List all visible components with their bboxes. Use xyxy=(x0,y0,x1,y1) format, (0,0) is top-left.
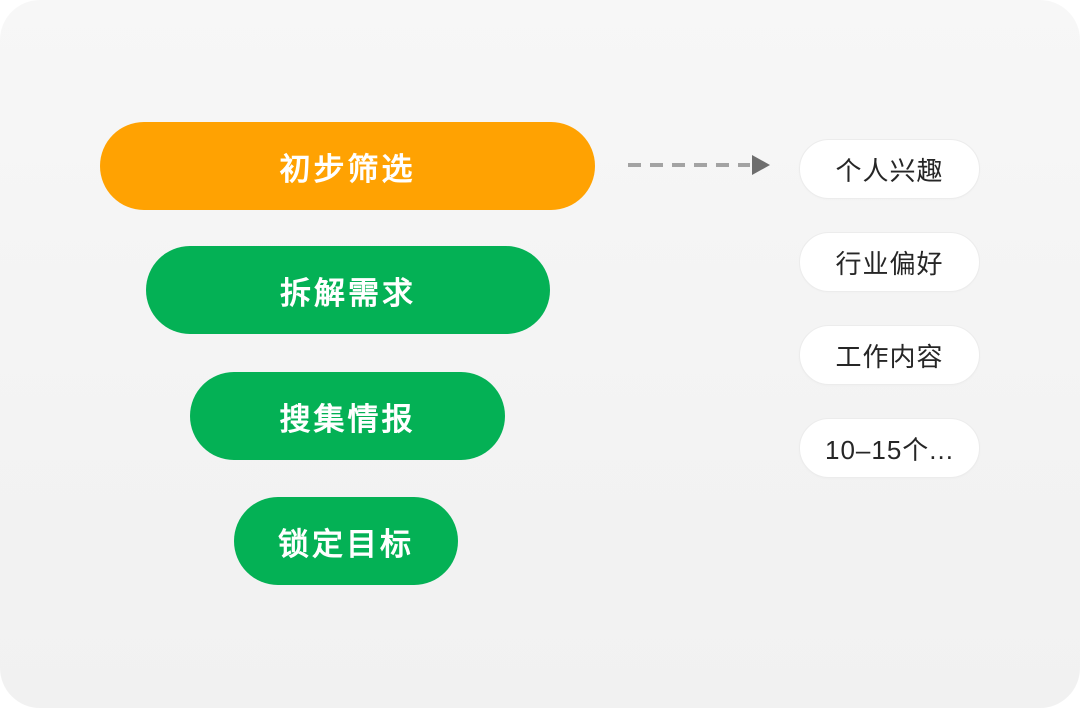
connector-arrow xyxy=(620,150,776,180)
tag-ten-to-fifteen: 10–15个... xyxy=(799,418,980,478)
tag-work-content: 工作内容 xyxy=(799,325,980,385)
tag-label: 个人兴趣 xyxy=(835,155,944,186)
funnel-step-gather-intelligence: 搜集情报 xyxy=(190,372,505,460)
funnel-step-break-down-requirements: 拆解需求 xyxy=(146,246,550,334)
dashed-arrow-right-icon xyxy=(628,155,770,175)
funnel-step-label: 锁定目标 xyxy=(278,526,414,562)
funnel-step-lock-target: 锁定目标 xyxy=(234,497,458,585)
funnel-step-label: 初步筛选 xyxy=(279,151,416,187)
tag-label: 行业偏好 xyxy=(835,248,944,279)
tag-label: 10–15个... xyxy=(825,434,954,465)
funnel-step-label: 拆解需求 xyxy=(280,275,416,311)
funnel-step-initial-screening: 初步筛选 xyxy=(100,122,595,210)
funnel-step-label: 搜集情报 xyxy=(279,401,416,437)
tag-personal-interest: 个人兴趣 xyxy=(799,139,980,199)
tag-industry-preference: 行业偏好 xyxy=(799,232,980,292)
tag-label: 工作内容 xyxy=(835,341,944,372)
